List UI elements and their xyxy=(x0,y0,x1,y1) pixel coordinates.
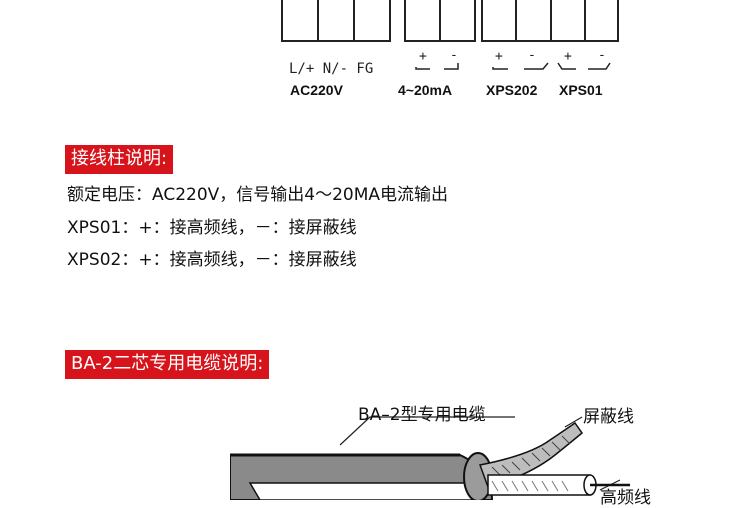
power-terminal-name: AC220V xyxy=(290,82,343,98)
xps01-plus: + xyxy=(564,49,572,64)
xps-terminal-block xyxy=(481,0,619,42)
xps02-line: XPS02：+：接高频线，－：接屏蔽线 xyxy=(67,250,357,270)
shield-label: 屏蔽线 xyxy=(583,407,634,427)
cable-label: BA–2型专用电缆 xyxy=(358,405,486,425)
rated-voltage-line: 额定电压：AC220V，信号输出4～20MA电流输出 xyxy=(67,185,449,205)
signal-terminal-block xyxy=(404,0,476,42)
signal-plus: + xyxy=(419,49,427,64)
xps01-name: XPS01 xyxy=(559,82,603,98)
power-terminal-block xyxy=(281,0,391,42)
terminal-section-title: 接线柱说明: xyxy=(65,145,174,174)
signal-minus: - xyxy=(450,48,458,63)
xps01-minus: - xyxy=(598,48,606,63)
power-terminal-pins: L/+ N/- FG xyxy=(289,61,374,77)
xps01-line: XPS01：+：接高频线，－：接屏蔽线 xyxy=(67,218,357,238)
xps202-name: XPS202 xyxy=(486,82,538,98)
terminal-brackets xyxy=(415,62,611,70)
signal-terminal-name: 4~20mA xyxy=(398,82,453,98)
hf-wire-label: 高频线 xyxy=(600,488,651,508)
cable-section-title: BA-2二芯专用电缆说明: xyxy=(65,350,270,379)
xps202-minus: - xyxy=(528,48,536,63)
xps202-plus: + xyxy=(495,49,503,64)
